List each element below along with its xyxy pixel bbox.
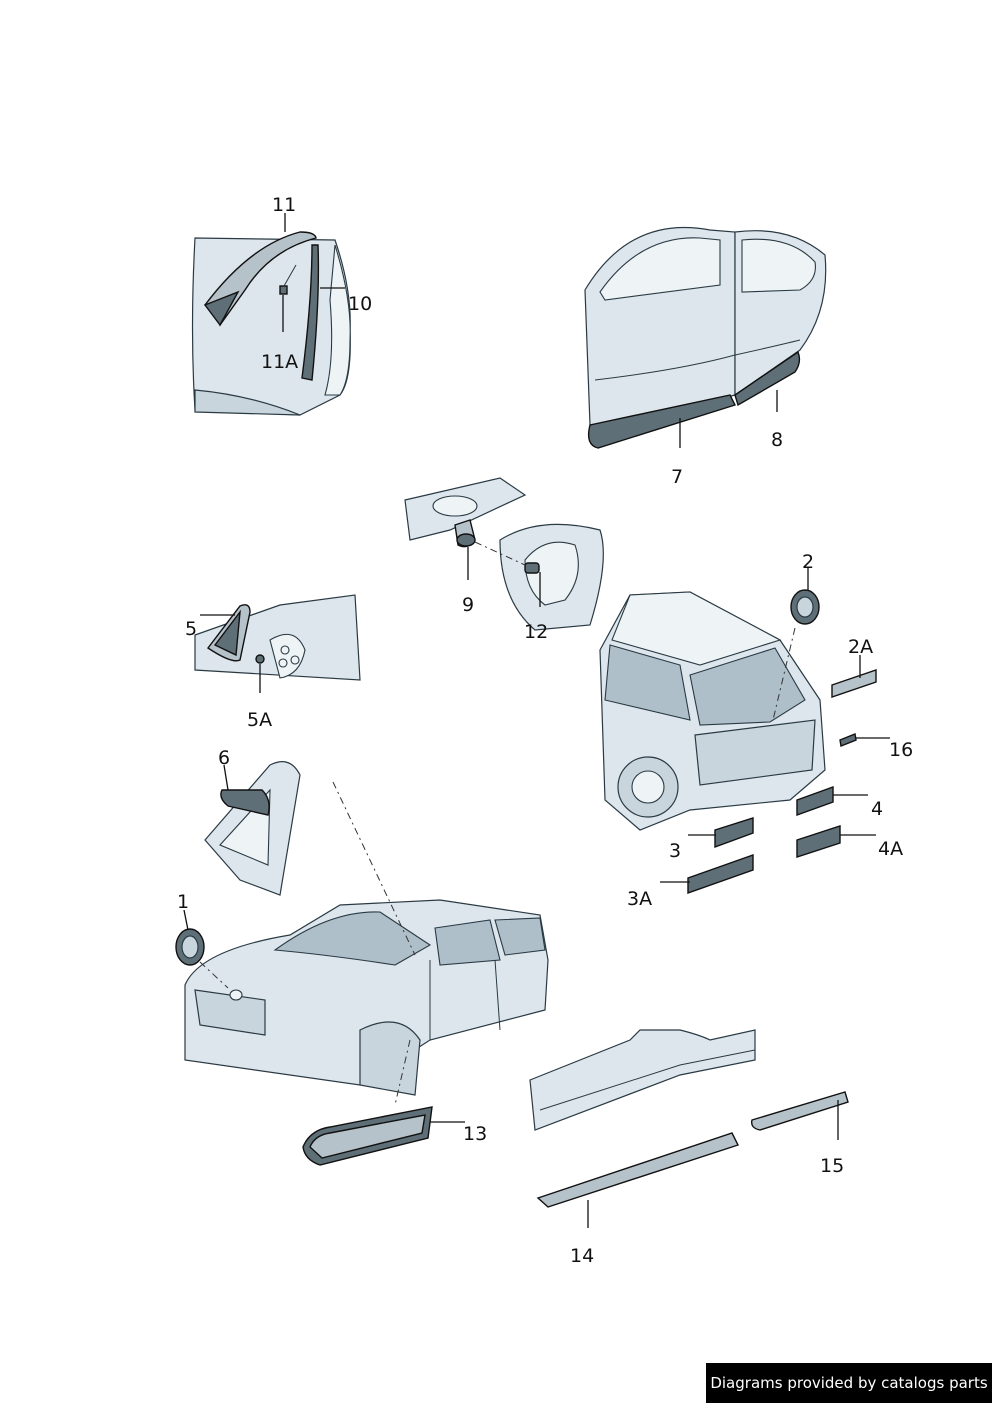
door-molding-8 bbox=[734, 350, 801, 407]
pillar-trim-10 bbox=[301, 244, 320, 381]
lettering-3 bbox=[714, 817, 754, 849]
sill-plate-14 bbox=[536, 1132, 739, 1208]
callout-13: 13 bbox=[463, 1123, 487, 1145]
callout-4: 4 bbox=[871, 798, 883, 820]
mirror-triangle-detail bbox=[194, 594, 361, 681]
callout-7: 7 bbox=[671, 466, 683, 488]
footer-credit: Diagrams provided by catalogs parts bbox=[706, 1363, 992, 1403]
callout-1: 1 bbox=[177, 891, 189, 913]
front-emblem-1 bbox=[175, 928, 205, 966]
side-cover-detail bbox=[204, 761, 301, 896]
callout-5a: 5A bbox=[247, 709, 272, 731]
door-molding-7 bbox=[587, 394, 736, 449]
front-vehicle-view bbox=[184, 899, 549, 1096]
badge-16 bbox=[839, 733, 857, 747]
callout-8: 8 bbox=[771, 429, 783, 451]
callout-2: 2 bbox=[802, 551, 814, 573]
rear-badges bbox=[687, 589, 877, 894]
bump-stop-12 bbox=[524, 562, 540, 574]
callout-11: 11 bbox=[272, 194, 296, 216]
filler-detail bbox=[404, 477, 604, 631]
callout-10: 10 bbox=[348, 293, 372, 315]
roof-pillar-detail bbox=[191, 231, 351, 416]
clip-11a bbox=[279, 285, 288, 295]
callout-2a: 2A bbox=[848, 636, 873, 658]
sill-plate-15 bbox=[750, 1091, 849, 1131]
callout-5: 5 bbox=[185, 618, 197, 640]
callout-11a: 11A bbox=[261, 351, 298, 373]
lettering-4 bbox=[796, 786, 834, 816]
lettering-4a bbox=[796, 825, 841, 858]
callout-16: 16 bbox=[889, 739, 913, 761]
callout-labels: 11 10 11A 7 8 9 12 5 5A 6 1 2 2A 16 4 4A… bbox=[177, 194, 913, 1267]
callout-14: 14 bbox=[570, 1245, 594, 1267]
callout-9: 9 bbox=[462, 594, 474, 616]
callout-15: 15 bbox=[820, 1155, 844, 1177]
nut-5a bbox=[255, 654, 265, 664]
callout-6: 6 bbox=[218, 747, 230, 769]
lettering-3a bbox=[687, 854, 754, 894]
callout-3: 3 bbox=[669, 840, 681, 862]
door-panels bbox=[584, 226, 827, 449]
rear-vehicle-view bbox=[599, 591, 826, 831]
lettering-2a bbox=[831, 669, 877, 698]
callout-12: 12 bbox=[524, 621, 548, 643]
callout-4a: 4A bbox=[878, 838, 903, 860]
sill-area bbox=[529, 1029, 849, 1208]
callout-3a: 3A bbox=[627, 888, 652, 910]
leader-lines bbox=[183, 213, 890, 1228]
side-cover-6 bbox=[220, 789, 270, 816]
